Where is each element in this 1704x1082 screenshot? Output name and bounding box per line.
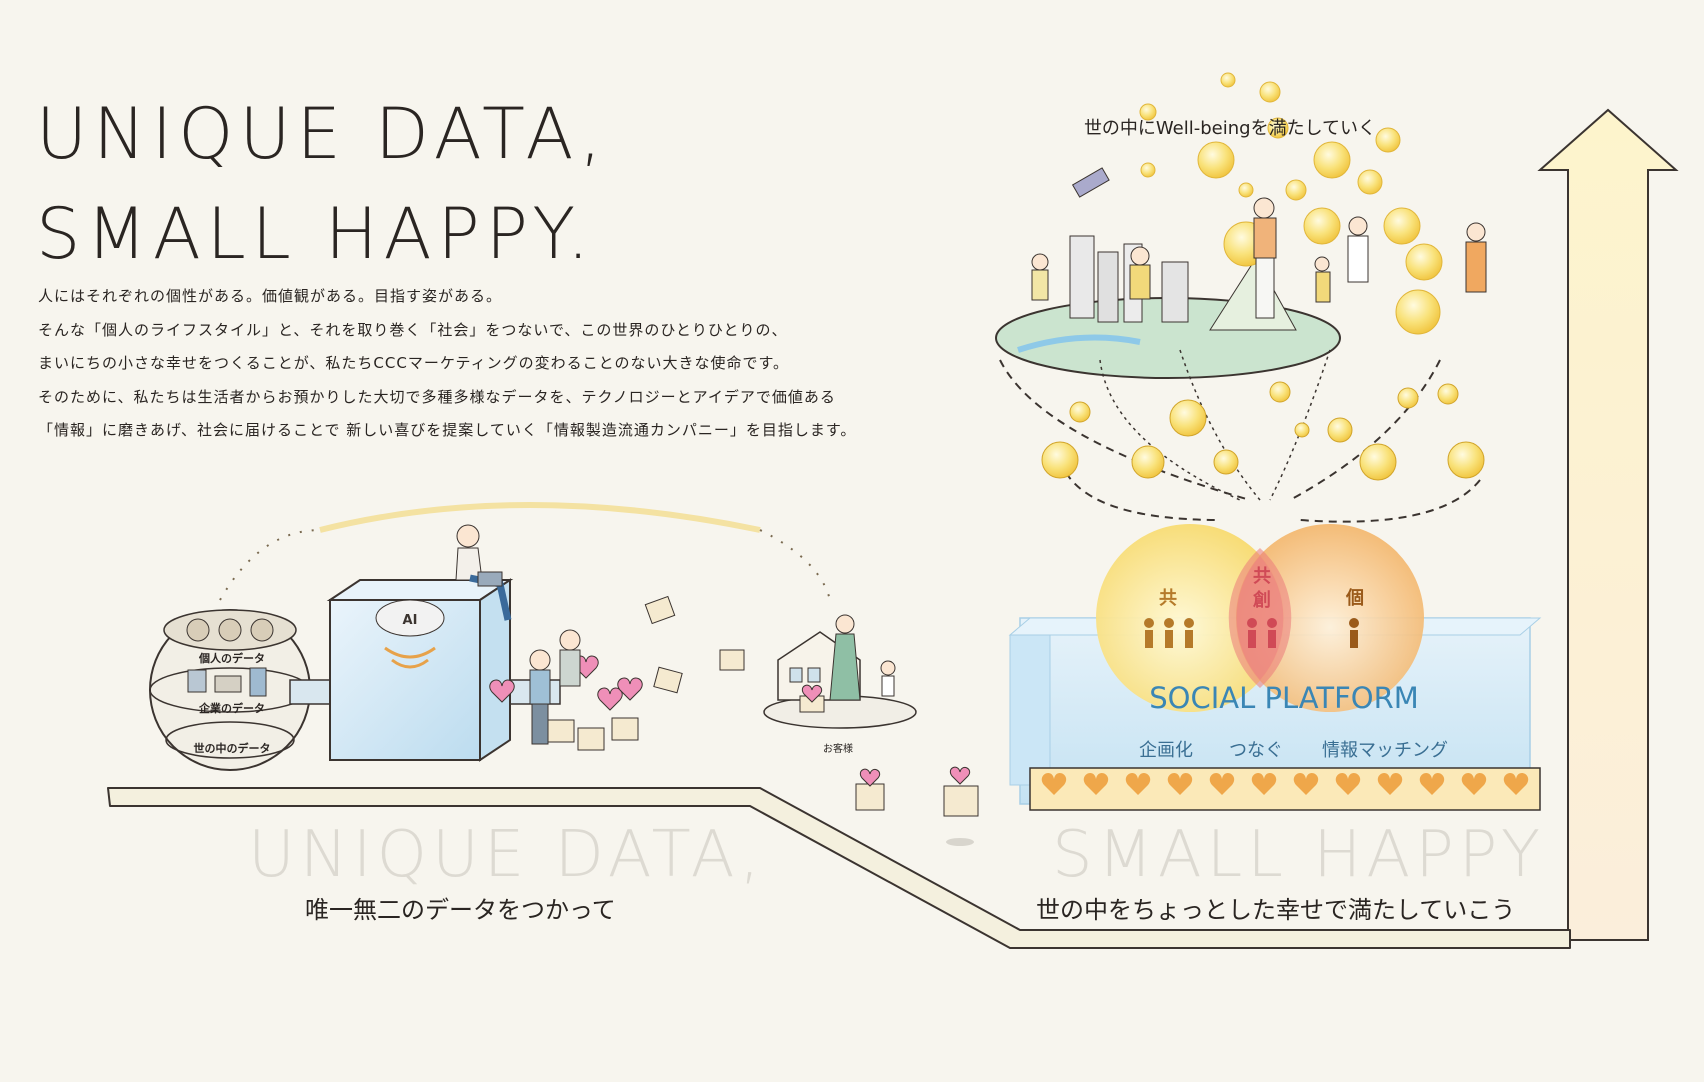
corporate-data-label: 企業のデータ: [198, 701, 265, 715]
tagline-unique-data: 唯一無二のデータをつかって: [305, 896, 616, 924]
tagline-small-happy: 世の中をちょっとした幸せで満たしていこう: [1036, 896, 1516, 924]
venn-label-cocreation-1: 共: [1253, 566, 1271, 587]
group-icon: [1144, 618, 1194, 648]
mission-line: 「情報」に磨きあげ、社会に届けることで 新しい喜びを提案していく「情報製造流通カ…: [38, 421, 857, 439]
headline-line-2: SMALL HAPPY.: [36, 193, 596, 275]
people-on-island: [1031, 197, 1487, 319]
satellite-icon: [1071, 167, 1110, 198]
connection-arcs: [999, 349, 1481, 523]
mission-statement: 人にはそれぞれの個性がある。価値観がある。目指す姿がある。 そんな「個人のライフ…: [38, 280, 1018, 448]
world-data-label: 世の中のデータ: [194, 741, 271, 755]
platform-feature-connect: つなぐ: [1229, 740, 1283, 761]
headline: UNIQUE DATA, SMALL HAPPY.: [36, 84, 608, 284]
customer-house: [763, 614, 917, 729]
ground-path: [107, 787, 1571, 949]
platform-feature-planning: 企画化: [1139, 740, 1193, 761]
watermark-unique-data: UNIQUE DATA,: [248, 818, 765, 892]
hearts-and-boxes: [489, 595, 745, 751]
dotted-arc: [219, 502, 831, 601]
data-sphere: 個人のデータ 企業のデータ 世の中のデータ: [149, 609, 311, 771]
mission-line: そのために、私たちは生活者からお預かりした大切で多種多様なデータを、テクノロジー…: [38, 387, 836, 406]
platform-title: SOCIAL PLATFORM: [1149, 681, 1419, 715]
delivery-boxes: [855, 766, 979, 846]
mission-line: 人にはそれぞれの個性がある。価値観がある。目指す姿がある。: [38, 287, 503, 305]
light-orbs: [1139, 72, 1443, 335]
wellbeing-caption: 世の中にWell-beingを満たしていく: [1084, 118, 1376, 139]
ai-processing-cube: AI: [289, 578, 561, 762]
wellbeing-island: [995, 167, 1341, 379]
customer-label: お客様: [823, 742, 853, 755]
venn-label-individual: 個: [1345, 588, 1364, 609]
venn-label-common: 共: [1159, 588, 1177, 609]
people-with-hearts: [529, 629, 581, 745]
mission-line: まいにちの小さな幸せをつくることが、私たちCCCマーケティングの変わることのない…: [38, 354, 789, 372]
co-creation-icon: [1247, 618, 1277, 648]
personal-data-label: 個人のデータ: [198, 651, 265, 665]
growth-arrow: [1537, 108, 1679, 941]
headline-line-1: UNIQUE DATA,: [36, 93, 608, 175]
data-orbs: [1041, 381, 1485, 481]
ai-label: AI: [403, 613, 418, 628]
venn-diagram: [1096, 524, 1424, 712]
person-laptop: [455, 524, 512, 621]
mission-line: そんな「個人のライフスタイル」と、それを取り巻く「社会」をつないで、この世界のひ…: [38, 320, 788, 339]
platform-feature-matching: 情報マッチング: [1322, 740, 1448, 761]
heart-tiles: [1029, 767, 1541, 811]
individual-icon: [1349, 618, 1359, 648]
watermark-small-happy: SMALL HAPPY: [1052, 818, 1546, 892]
venn-label-cocreation-2: 創: [1252, 589, 1271, 611]
